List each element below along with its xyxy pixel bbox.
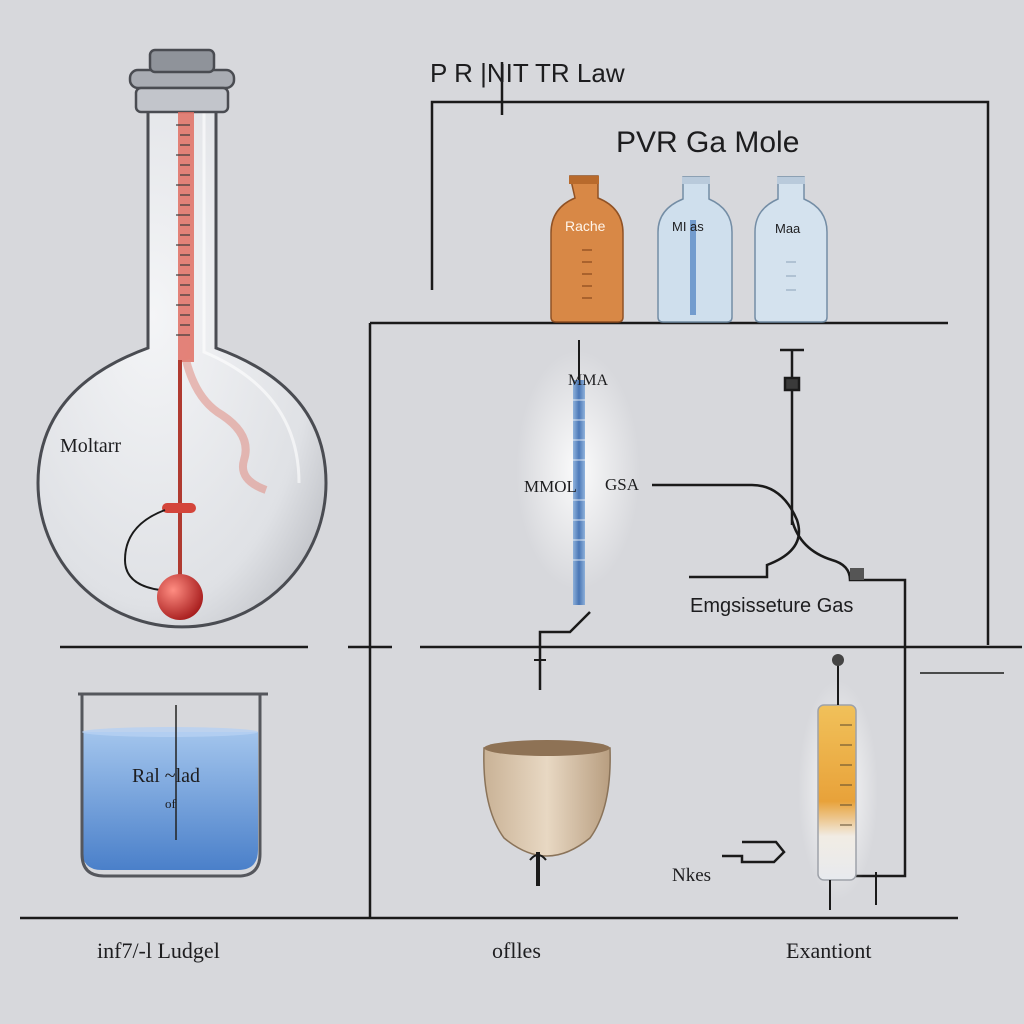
bottle-shelf: PVR Ga Mole Rache MI as Maa: [550, 126, 828, 323]
thermometer-scale: [176, 124, 190, 336]
notes-label: Nkes: [672, 865, 711, 886]
bottle-orange: Rache: [550, 175, 624, 323]
bottle-orange-label: Rache: [565, 218, 606, 234]
flask-label: Moltarr: [60, 435, 121, 457]
bottle-clear-2-label: Maa: [775, 221, 801, 236]
gas-column: MMA MMOL GSA: [516, 340, 640, 690]
gas-column-left-label: MMOL: [524, 477, 577, 496]
gas-column-top-label: MMA: [568, 372, 608, 389]
bottle-clear-1: MI as: [657, 176, 733, 323]
bottle-clear-1-label: MI as: [672, 219, 704, 234]
cup-vessel: [483, 740, 611, 886]
header-title: P R |NIT TR Law: [430, 58, 625, 88]
pipe-apparatus: [652, 348, 907, 878]
notes-arrow: Nkes: [672, 840, 786, 886]
bottom-label-left: inf7/-l Ludgel: [97, 938, 220, 963]
beaker-sublabel: of: [165, 796, 177, 811]
shelf-title: PVR Ga Mole: [616, 126, 799, 159]
beaker-label: Ral ~lad: [132, 765, 200, 787]
bottom-label-middle: oflles: [492, 938, 541, 963]
apparatus-label: Emgsisseture Gas: [690, 595, 853, 617]
flask: Moltarr: [36, 48, 328, 629]
test-tube: [798, 654, 878, 910]
bottle-clear-2: Maa: [754, 176, 828, 323]
bottom-label-right: Exantiont: [786, 938, 872, 963]
beaker: Ral ~lad of: [78, 692, 268, 878]
frame-lines: [20, 62, 1022, 920]
gas-column-right-label: GSA: [605, 475, 640, 494]
